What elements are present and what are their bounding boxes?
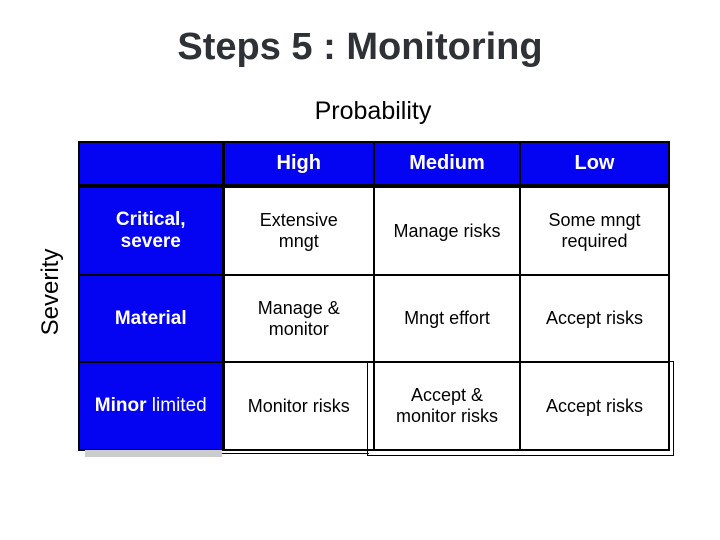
matrix-row-critical: Critical, severe Extensive mngt Manage r… xyxy=(78,185,670,276)
matrix-row-material: Material Manage & monitor Mngt effort Ac… xyxy=(78,274,670,363)
row-header-minor-rest: limited xyxy=(146,395,207,416)
row-header-critical-severe: Critical, severe xyxy=(78,185,225,276)
row-header-minor-bold: Minor xyxy=(94,395,147,416)
matrix-cell-material-high: Manage & monitor xyxy=(222,274,375,363)
minor-cell-shadow xyxy=(85,450,222,457)
matrix-cell-material-low: Accept risks xyxy=(519,274,670,363)
matrix-cell-material-medium: Mngt effort xyxy=(373,274,521,363)
column-header-medium: Medium xyxy=(373,141,521,188)
matrix-row-minor: Minor limited Monitor risks Accept & mon… xyxy=(78,361,670,451)
severity-axis-label: Severity xyxy=(37,248,64,336)
row-header-minor-limited: Minor limited xyxy=(78,361,225,451)
probability-axis-label: Probability xyxy=(314,97,432,125)
column-header-low: Low xyxy=(519,141,670,188)
matrix-cell-minor-low: Accept risks xyxy=(519,361,670,451)
column-header-high: High xyxy=(222,141,375,188)
risk-matrix-table: High Medium Low Critical, severe Extensi… xyxy=(78,141,670,451)
matrix-cell-minor-high: Monitor risks xyxy=(222,361,375,451)
bottom-row-double-line xyxy=(222,452,369,454)
row-header-material: Material xyxy=(78,274,225,363)
matrix-cell-critical-medium: Manage risks xyxy=(373,185,521,276)
matrix-cell-critical-low: Some mngt required xyxy=(519,185,670,276)
corner-cell xyxy=(78,141,225,188)
matrix-header-row: High Medium Low xyxy=(78,141,670,188)
matrix-cell-minor-medium: Accept & monitor risks xyxy=(373,361,521,451)
page-title: Steps 5 : Monitoring xyxy=(177,26,543,68)
matrix-cell-critical-high: Extensive mngt xyxy=(222,185,375,276)
